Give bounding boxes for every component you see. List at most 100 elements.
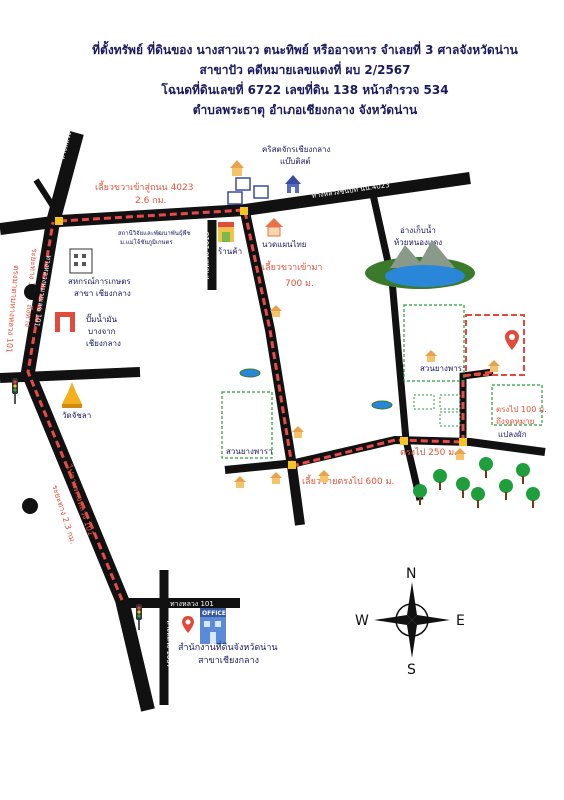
compass-south: S (407, 662, 416, 678)
header-line-2: สาขาปัว คดีหมายเลขแดงที่ ผบ 2/2567 (199, 63, 411, 77)
house-icon (270, 472, 282, 484)
target-plot (465, 314, 525, 376)
orchard-label-2: สวนยางพารา (420, 364, 466, 373)
route-line-4 (291, 438, 464, 468)
turn-marker (55, 217, 63, 225)
school-label-a: สถานีวิจัยและพัฒนาพันธุ์พืช (118, 229, 191, 237)
tree-icon (516, 463, 530, 484)
house-icon (488, 360, 500, 372)
road-label-1018: ทางหลวง 1018 (203, 232, 211, 280)
tree-icon (499, 479, 513, 500)
header-line-1: ที่ตั้งทรัพย์ ที่ดินของ นางสาวแวว ตนะทิพ… (92, 43, 518, 57)
coop-label-a: สหกรณ์การเกษตร (68, 276, 131, 286)
temple-icon (62, 382, 82, 408)
pond-icon (239, 368, 261, 378)
direction-left-road-a: ตรงมาตามทางหลวง 101 (4, 265, 21, 354)
punch-hole (22, 498, 38, 514)
compass-rose-icon (374, 582, 450, 658)
turn-markers (55, 207, 467, 469)
route-line-2 (59, 208, 246, 223)
orchard-label-1: สวนยางพารา (226, 447, 272, 456)
plot (439, 394, 461, 410)
direction-arrive: ถึงจุดหมาย (496, 417, 535, 426)
road-top-left-branch (33, 178, 61, 216)
office-label-a: สำนักงานที่ดินจังหวัดน่าน (178, 640, 278, 653)
office-label-b: สาขาเชียงกลาง (198, 655, 259, 666)
location-pin-icon (182, 616, 194, 633)
field-label: แปลงผัก (498, 430, 527, 439)
trees (413, 457, 540, 508)
church-icon (285, 175, 301, 193)
gas-label-a: ปั๊มน้ำมัน (86, 313, 118, 324)
road-101-horizontal (0, 367, 141, 383)
direction-turn-4023: เลี้ยวขวาเข้าสู่ถนน 4023 (95, 180, 193, 193)
reservoir-label-a: อ่างเก็บน้ำ (400, 224, 436, 235)
road-cross (224, 435, 546, 474)
house-icon (292, 426, 304, 438)
turn-marker (400, 437, 408, 445)
road-branch-east (368, 189, 424, 501)
direction-turn-700: เลี้ยวขวาเข้ามา (262, 260, 322, 273)
building-icon (69, 248, 93, 274)
tree-icon (413, 484, 427, 505)
gas-station-icon (55, 312, 75, 332)
house-icon (230, 160, 244, 176)
direction-dist-4023: 2.6 กม. (135, 196, 166, 206)
massage-label: นวดแผนไทย (262, 240, 306, 249)
header-line-3: โฉนดที่ดินเลขที่ 6722 เลขที่ดิน 138 หน้า… (161, 83, 449, 97)
church-label-b: แบ๊บติสต์ (280, 156, 311, 166)
reservoir-label-b: ห้วยหนองแดง (394, 238, 442, 247)
house-icon (270, 305, 282, 317)
direction-dist-700: 700 ม. (285, 279, 314, 289)
gas-label-c: เชียงกลาง (86, 339, 121, 348)
route-line-5 (461, 370, 494, 442)
house-icon (454, 448, 466, 460)
orchard-plot (403, 304, 465, 382)
direction-straight-100: ตรงไป 100 ม. (496, 405, 547, 414)
road-label-1097: ทางหลวง 1097 (165, 620, 173, 668)
tree-icon (433, 469, 447, 490)
route (26, 208, 494, 601)
building-outline-icon (227, 177, 269, 205)
school-label-b: ม.แม่โจ้ชัยภูมิเกษตร (120, 238, 173, 246)
tree-icon (479, 457, 493, 478)
punch-hole (24, 284, 40, 300)
plot (491, 384, 543, 426)
route-line-3 (243, 211, 294, 467)
direction-turn-left-600: เลี้ยวซ้ายตรงไป 600 ม. (302, 474, 394, 487)
orchard-plot (221, 391, 273, 459)
road-label-101-bottom: ทางหลวง 101 (170, 600, 214, 608)
grocery-label: ร้านค้า (218, 247, 242, 256)
location-pin-icon (505, 330, 519, 350)
traffic-light-icon (136, 604, 142, 630)
coop-label-b: สาขา เชียงกลาง (74, 289, 131, 298)
turn-marker (459, 438, 467, 446)
plot (439, 411, 461, 427)
tree-icon (526, 487, 540, 508)
compass-north: N (406, 566, 416, 582)
compass-east: E (456, 613, 465, 629)
store-icon (218, 222, 234, 242)
office-building-icon (200, 608, 226, 644)
house-icon (234, 476, 246, 488)
traffic-light-icon (12, 378, 18, 404)
tree-icon (471, 487, 485, 508)
header-line-4: ตำบลพระธาตุ อำเภอเชียงกลาง จังหวัดน่าน (192, 103, 418, 117)
office-sign: OFFICE (202, 610, 226, 617)
header: ที่ตั้งทรัพย์ ที่ดินของ นางสาวแวว ตนะทิพ… (60, 40, 550, 120)
house-icon (425, 350, 437, 362)
house-icon (265, 218, 283, 237)
church-label-a: คริสตจักรเชียงกลาง (262, 145, 331, 154)
house-icon (318, 470, 330, 482)
route-line-1 (26, 221, 124, 601)
plot (413, 394, 435, 410)
road-access (459, 368, 494, 442)
gas-label-b: บางจาก (88, 327, 116, 336)
reservoir-icon (365, 240, 475, 289)
pond-icon (371, 400, 393, 410)
compass-west: W (355, 613, 369, 629)
direction-straight-250: ตรงไป 250 ม. (400, 447, 457, 458)
turn-marker (288, 461, 296, 469)
tree-icon (456, 477, 470, 498)
